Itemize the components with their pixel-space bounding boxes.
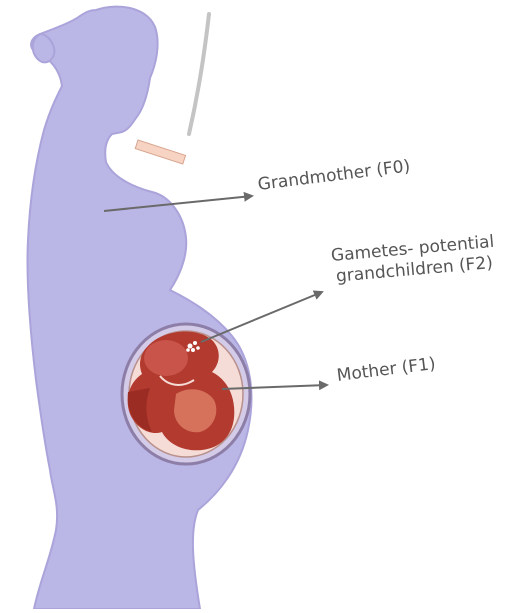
woman-silhouette: [27, 7, 251, 609]
arrow-gametes: [201, 292, 322, 342]
cigarette: [135, 140, 185, 164]
smoke: [189, 14, 209, 134]
